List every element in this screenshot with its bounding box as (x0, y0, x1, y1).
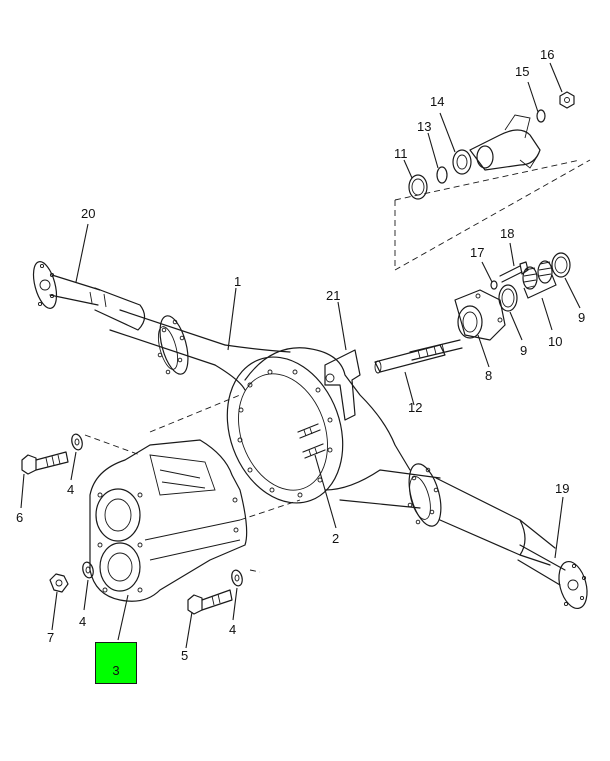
washer-4b (82, 561, 94, 579)
seal-11 (408, 174, 428, 200)
callout-1: 1 (234, 274, 241, 289)
leader-lines (20, 62, 581, 649)
axle-housing (109, 309, 556, 566)
callout-labels: 1 2 4 4 4 5 6 7 8 9 9 10 11 12 13 14 15 … (16, 47, 585, 663)
callout-4-lower: 4 (79, 614, 86, 629)
washer-15 (536, 109, 546, 123)
bolt-left-6 (21, 451, 69, 475)
right-axle-shaft (517, 544, 588, 610)
callout-9-left: 9 (520, 343, 527, 358)
callout-7: 7 (47, 630, 54, 645)
washer-13 (436, 166, 448, 184)
nut-16 (559, 91, 575, 109)
callout-5: 5 (181, 648, 188, 663)
callout-9-right: 9 (578, 310, 585, 325)
callout-8: 8 (485, 368, 492, 383)
yoke-group (394, 91, 591, 271)
bracket-21 (324, 349, 361, 421)
callout-20: 20 (81, 206, 95, 221)
callout-4-left: 4 (67, 482, 74, 497)
washer-left-4a (71, 433, 83, 451)
callout-13: 13 (417, 119, 431, 134)
callout-18: 18 (500, 226, 514, 241)
callout-2: 2 (332, 531, 339, 546)
callout-12: 12 (408, 400, 422, 415)
callout-10: 10 (548, 334, 562, 349)
callout-6: 6 (16, 510, 23, 525)
studs-2 (297, 423, 326, 459)
bearing-cone-10 (522, 260, 553, 290)
callout-19: 19 (555, 481, 569, 496)
bearing-cup-9a (498, 284, 518, 312)
washer-17 (490, 280, 498, 290)
highlighted-callout-3[interactable]: 3 (95, 642, 137, 684)
callout-17: 17 (470, 245, 484, 260)
left-axle-shaft (32, 261, 146, 331)
pinion-shaft-12 (374, 339, 463, 374)
bolt-5 (187, 589, 233, 615)
callout-4-right: 4 (229, 622, 236, 637)
callout-14: 14 (430, 94, 444, 109)
callout-11: 11 (394, 146, 408, 161)
callout-16: 16 (540, 47, 554, 62)
callout-21: 21 (326, 288, 340, 303)
differential-carrier (89, 439, 248, 602)
nut-7 (49, 573, 69, 593)
callout-15: 15 (515, 64, 529, 79)
yoke-body (469, 129, 541, 171)
bolt-18 (499, 261, 529, 283)
deflector-14 (452, 149, 472, 175)
washer-4c (231, 569, 243, 587)
callout-3: 3 (112, 662, 120, 678)
pinion-cage-8 (454, 289, 506, 341)
bearing-cup-9b (551, 252, 571, 278)
